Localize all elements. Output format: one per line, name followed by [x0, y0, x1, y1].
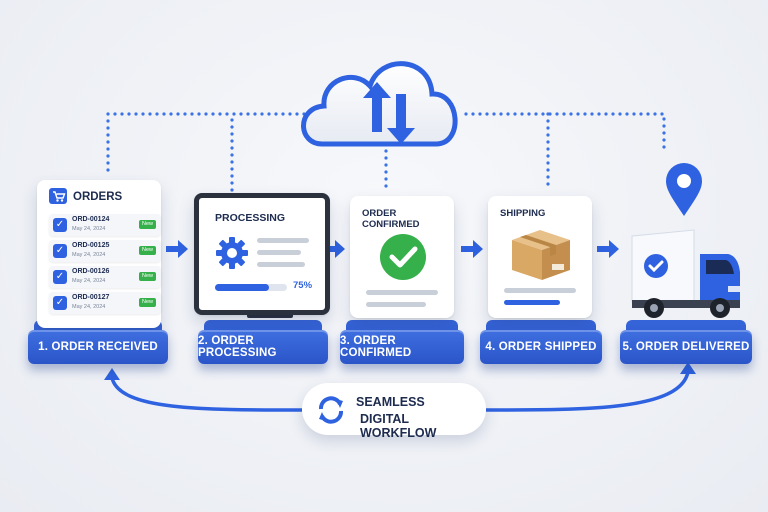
order-row[interactable]: ✓ ORD-00124 May 24, 2024 New: [49, 214, 161, 236]
orders-card: ORDERS ✓ ORD-00124 May 24, 2024 New ✓ OR…: [37, 180, 161, 328]
cart-icon: [49, 188, 67, 204]
cloud-sync-icon: [301, 61, 458, 147]
text-line: [257, 262, 305, 267]
loop-arrow-left-icon: [104, 368, 120, 380]
flow-arrow-1: [166, 240, 188, 258]
order-date: May 24, 2024: [72, 278, 106, 284]
processing-monitor: PROCESSING 75%: [194, 193, 330, 315]
order-date: May 24, 2024: [72, 226, 106, 232]
checkbox-checked-icon[interactable]: ✓: [53, 296, 67, 310]
step-1-label: 1. ORDER RECEIVED: [28, 320, 168, 364]
flow-arrow-3: [461, 240, 483, 258]
location-pin-icon: [666, 163, 702, 216]
order-row[interactable]: ✓ ORD-00125 May 24, 2024 New: [49, 240, 161, 262]
order-row[interactable]: ✓ ORD-00126 May 24, 2024 New: [49, 266, 161, 288]
order-id: ORD-00127: [72, 294, 110, 301]
text-line: [504, 288, 576, 293]
package-box-icon: [512, 230, 570, 280]
workflow-pill: SEAMLESS DIGITAL WORKFLOW: [302, 383, 486, 440]
delivery-truck-icon: [631, 229, 740, 318]
progress-percent: 75%: [293, 280, 313, 291]
flow-arrow-4: [597, 240, 619, 258]
shipping-card: SHIPPING: [488, 196, 592, 318]
order-id: ORD-00125: [72, 242, 110, 249]
order-date: May 24, 2024: [72, 304, 106, 310]
pill-title: SEAMLESS: [356, 395, 425, 409]
step-4-label: 4. ORDER SHIPPED: [480, 320, 602, 364]
flow-arrow-2: [323, 240, 345, 258]
progress-fill: [215, 284, 269, 291]
confirmed-title: ORDER CONFIRMED: [362, 208, 420, 230]
text-line: [366, 290, 438, 295]
refresh-cycle-icon: [319, 396, 343, 424]
checkbox-checked-icon[interactable]: ✓: [53, 270, 67, 284]
check-circle-icon: [380, 234, 426, 280]
text-line: [366, 302, 426, 307]
shipping-progress: [504, 300, 560, 305]
new-badge: New: [139, 272, 156, 281]
checkbox-checked-icon[interactable]: ✓: [53, 244, 67, 258]
new-badge: New: [139, 220, 156, 229]
new-badge: New: [139, 246, 156, 255]
order-row[interactable]: ✓ ORD-00127 May 24, 2024 New: [49, 292, 161, 314]
new-badge: New: [139, 298, 156, 307]
confirmed-card: ORDER CONFIRMED: [350, 196, 454, 318]
processing-title: PROCESSING: [215, 212, 286, 224]
checkbox-checked-icon[interactable]: ✓: [53, 218, 67, 232]
progress-track: [215, 284, 287, 291]
step-2-label: 2. ORDER PROCESSING: [198, 320, 328, 364]
order-id: ORD-00124: [72, 216, 110, 223]
order-date: May 24, 2024: [72, 252, 106, 258]
text-line: [257, 250, 301, 255]
orders-title: ORDERS: [73, 191, 123, 203]
step-5-label: 5. ORDER DELIVERED: [620, 320, 752, 364]
pill-subtitle: DIGITAL WORKFLOW: [360, 412, 437, 440]
gear-icon: [216, 237, 248, 269]
text-line: [257, 238, 309, 243]
shipping-title: SHIPPING: [500, 208, 546, 219]
step-3-label: 3. ORDER CONFIRMED: [340, 320, 464, 364]
order-id: ORD-00126: [72, 268, 110, 275]
loop-arrow-right-icon: [680, 362, 696, 374]
